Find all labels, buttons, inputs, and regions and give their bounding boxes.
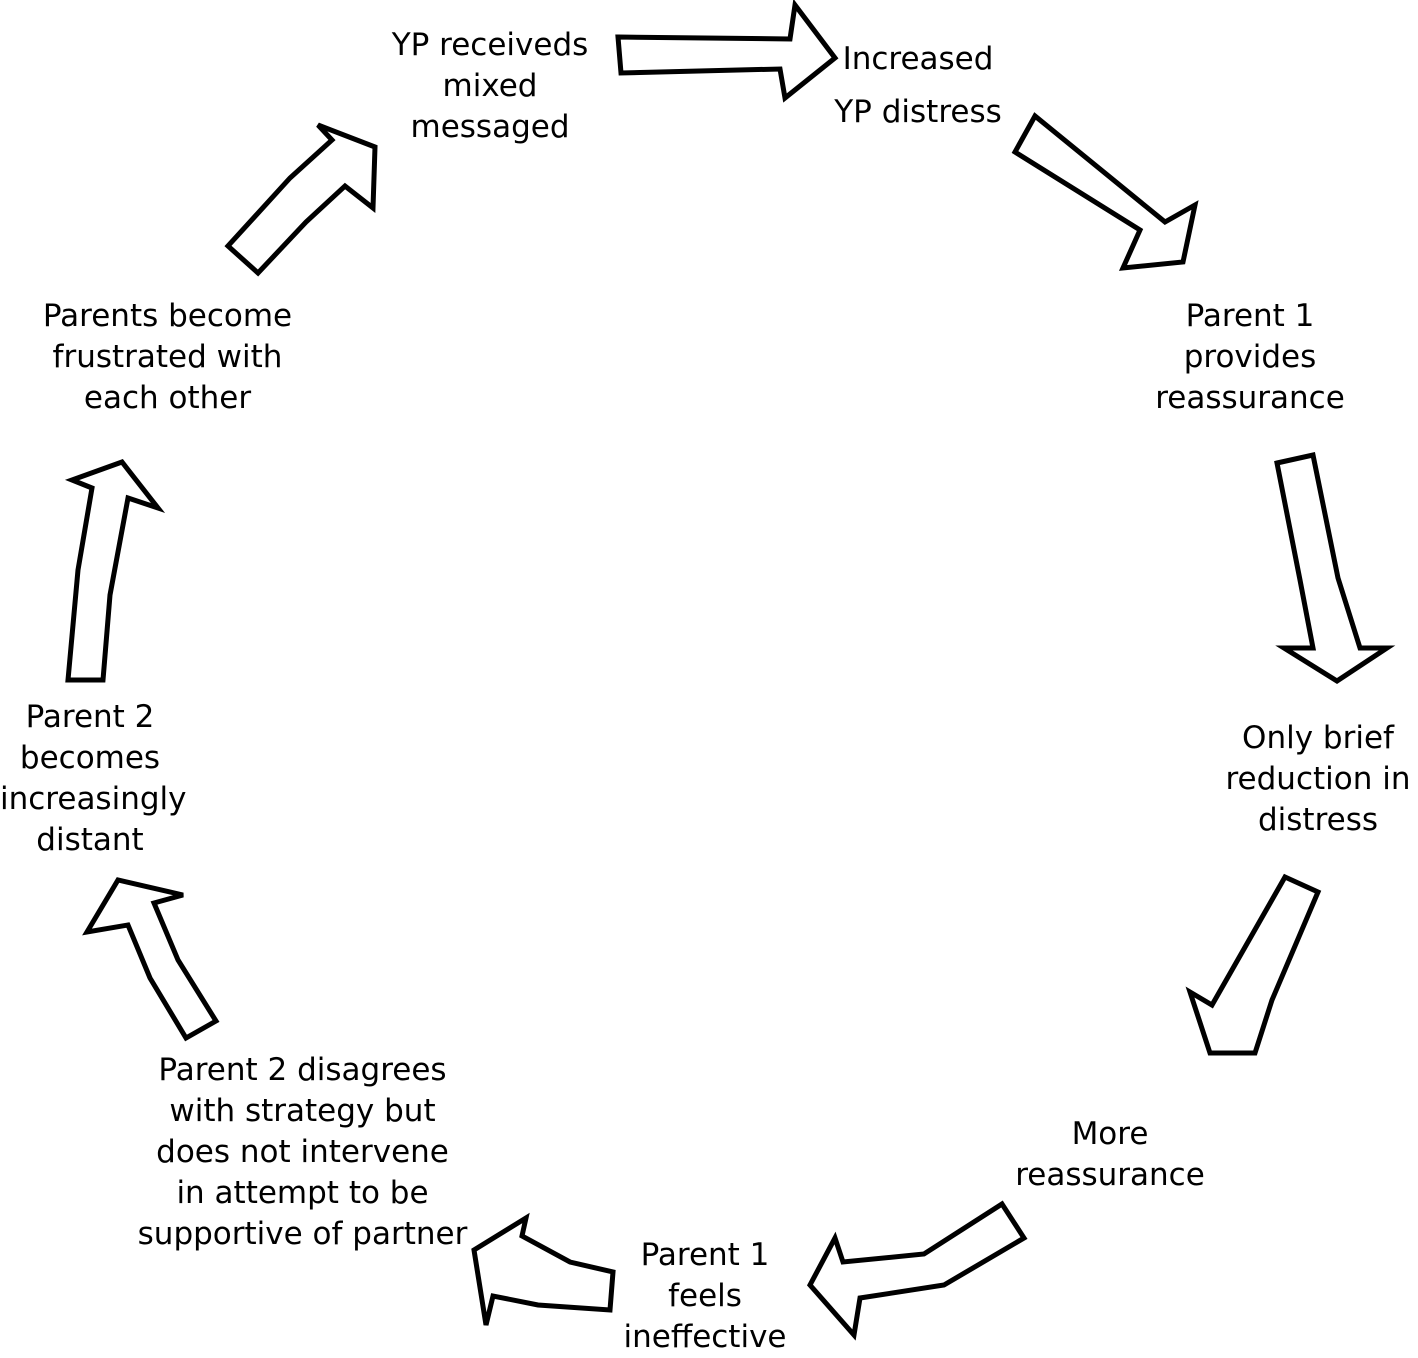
arrow-reassurance-to-reduction: [1274, 452, 1396, 684]
arrow-reduction-to-more: [1185, 873, 1322, 1056]
arrow-disagrees-to-distant: [82, 877, 220, 1042]
arrow-distant-to-frustrated: [64, 459, 166, 683]
arrow-frustrated-to-mixed: [224, 122, 378, 277]
arrow-distress-to-reassurance: [1011, 112, 1199, 271]
arrow-more-to-ineffective: [806, 1200, 1028, 1341]
arrow-mixed-to-distress: [615, 0, 839, 103]
arrow-ineffective-to-disagrees: [471, 1212, 616, 1326]
